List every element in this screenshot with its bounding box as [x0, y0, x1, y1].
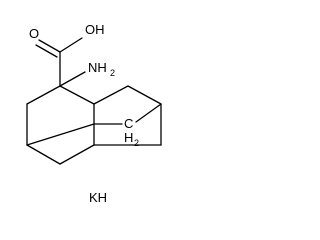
bridge-hydrogen-label: H: [124, 130, 133, 145]
bond-c-o-double-b: [35, 44, 58, 58]
bond-ring-1: [26, 85, 61, 105]
amine-subscript: 2: [110, 68, 115, 78]
bond-c-o-double-a: [38, 39, 61, 53]
molecule-skeleton: O OH NH 2 C H 2: [26, 22, 162, 165]
counter-ion-label: KH: [89, 190, 108, 205]
bond-ring-6: [59, 85, 95, 105]
bond-ch2-bridge: [135, 103, 162, 123]
bond-ring-4: [59, 144, 95, 165]
bridge-subscript: 2: [134, 138, 139, 148]
carbonyl-oxygen-label: O: [29, 26, 39, 41]
bond-ring-3: [26, 144, 61, 165]
chemical-structure-figure: O OH NH 2 C H 2 KH: [26, 22, 162, 205]
bond-right-1: [93, 85, 129, 105]
bond-right-2: [127, 85, 162, 105]
amine-label: NH: [88, 60, 107, 75]
bond-c-oh: [59, 37, 83, 53]
bridge-carbon-label: C: [124, 116, 133, 131]
hydroxyl-label: OH: [85, 22, 105, 37]
bond-inner-bridge: [26, 123, 95, 146]
bond-c-n: [59, 71, 86, 87]
